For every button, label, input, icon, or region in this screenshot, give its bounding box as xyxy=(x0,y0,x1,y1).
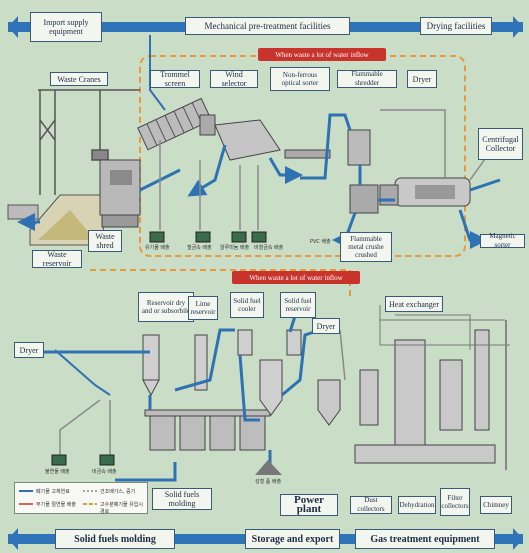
wind-selector-unit xyxy=(199,114,281,161)
flammable-shredder-unit xyxy=(347,129,371,166)
dryer-mid-label: Dryer xyxy=(312,318,340,334)
k3-label: 알루미늄 배출 xyxy=(220,245,250,251)
lower-gray-flow xyxy=(59,329,346,455)
legend-row-2: 건조배가스, 증기 xyxy=(100,489,136,495)
k6-label: 비금속 배출 xyxy=(92,469,117,475)
gas-treatment-equipment xyxy=(317,329,496,464)
centrifugal-collector-label: Centrifugal Collector xyxy=(478,128,523,160)
chimney-label: Chimney xyxy=(480,496,512,514)
bottom-band-arrow-right xyxy=(513,528,523,550)
magnetic-sorter-label: Magnetic sorter xyxy=(480,232,525,249)
waste-shred-label: Waste shred xyxy=(88,230,122,252)
waste-shredder xyxy=(99,159,141,216)
reservoir-dry-label: Reservoir dry and or subsorbile xyxy=(138,292,194,322)
flammable-metal-crusher-label: Flammable metal crushe crushed xyxy=(340,232,392,262)
storage-pile xyxy=(255,460,282,475)
wind-selector-label: Wind selector xyxy=(210,70,258,88)
middle-water-route xyxy=(90,269,351,300)
top-band-arrow-left xyxy=(8,16,18,38)
solid-fuels-molding-box: Solid fuels molding xyxy=(152,488,212,510)
waste-cranes-label: Waste Cranes xyxy=(50,72,108,86)
lime-reservoir-label: Lime reservoir xyxy=(188,296,218,320)
filter-collectors-label: Filter collectors xyxy=(440,488,470,516)
optical-sorter-conveyor xyxy=(284,149,331,159)
k4-label: 비철금속 배출 xyxy=(254,245,284,251)
dryer-left-label: Dryer xyxy=(14,342,44,358)
trommel-screen-label: Trommel screen xyxy=(150,70,200,88)
upper-collection-bins xyxy=(149,231,267,243)
bottom-solid-fuels-label: Solid fuels molding xyxy=(55,529,175,549)
pvc-discharge-label: PVC 배출 xyxy=(310,239,331,245)
dehydration-label: Dehydration xyxy=(398,496,436,514)
legend-row-4: 고수분폐기물 유입시 경로 xyxy=(100,502,143,515)
waste-reservoir-label: Waste reservoir xyxy=(32,250,82,268)
k2-label: 철금속 배출 xyxy=(187,245,212,251)
heat-exchanger-label: Heat exchanger xyxy=(385,296,443,312)
drying-facilities-label: Drying facilities xyxy=(420,17,492,35)
legend-row-1: 폐기물 고체연료 xyxy=(36,489,70,495)
solid-fuel-cooler-label: Solid fuel cooler xyxy=(230,292,264,318)
lower-collection-bins xyxy=(51,454,115,466)
dust-collectors-label: Dust collectors xyxy=(350,496,392,514)
bottom-gas-treatment-label: Gas treatment equipment xyxy=(355,529,495,549)
non-ferrous-sorter-label: Non-ferrous optical sorter xyxy=(270,67,330,91)
legend-row-3: 무기물 절연물 배출 xyxy=(36,502,76,508)
power-plant-label: Power plant xyxy=(280,494,338,516)
lower-silos xyxy=(142,329,302,397)
dryer-top-label: Dryer xyxy=(407,70,437,88)
upper-gray-flow xyxy=(159,109,496,230)
import-supply-label: Import supply equipment xyxy=(30,12,102,42)
flammable-shredder-label: Flammable shredder xyxy=(337,70,397,88)
top-band-arrow-right xyxy=(513,16,523,38)
bottom-storage-label: Storage and export xyxy=(245,529,340,549)
k5-label: 불연물 배출 xyxy=(45,469,70,475)
k1-label: 유기물 배출 xyxy=(145,245,170,251)
bottom-band-arrow-left xyxy=(8,528,18,550)
heat-exchanger-lines xyxy=(379,305,510,350)
solid-fuel-reservoir-label: Solid fuel reservoir xyxy=(280,292,316,318)
solid-fuel-cooler-cone xyxy=(259,359,283,416)
mechanical-pretreatment-label: Mechanical pre-treatment facilities xyxy=(185,17,350,35)
legend-swatches xyxy=(19,490,97,505)
metal-crusher-unit xyxy=(349,184,379,214)
rotary-dryer xyxy=(379,177,471,207)
k7-label: 성형 품 배출 xyxy=(255,479,282,485)
legend: 폐기물 고체연료 건조배가스, 증기 무기물 절연물 배출 고수분폐기물 유입시… xyxy=(14,482,148,515)
molding-machines xyxy=(144,409,271,451)
upper-water-inflow-tag: When waste a lot of water inflow xyxy=(258,48,386,61)
lower-water-inflow-tag: When waste a lot of water inflow xyxy=(232,271,360,284)
